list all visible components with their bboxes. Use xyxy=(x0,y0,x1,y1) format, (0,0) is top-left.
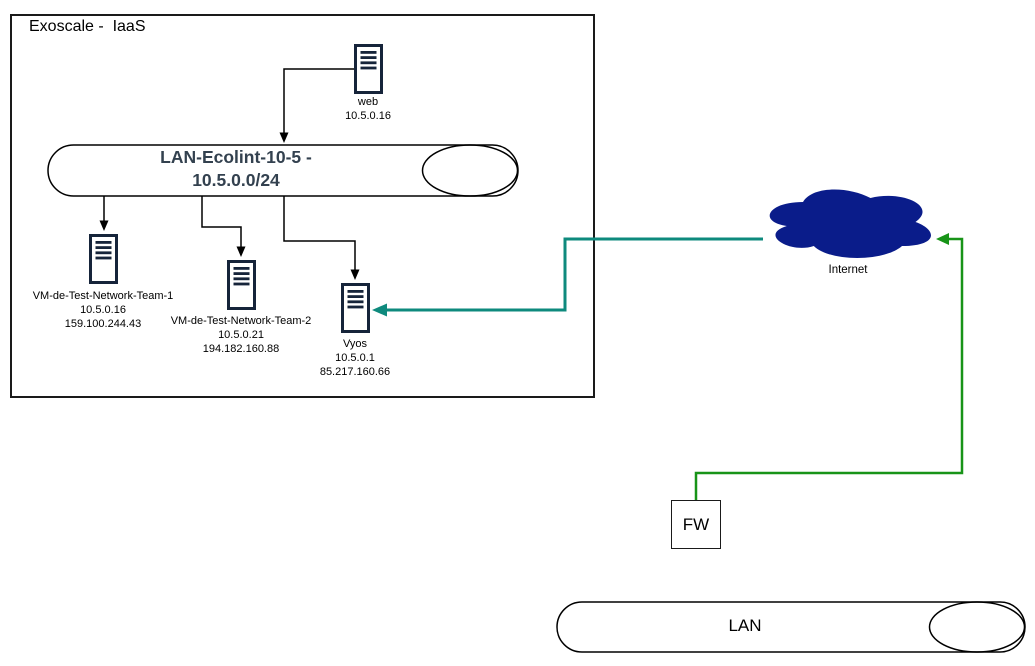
arrowhead-left xyxy=(372,303,387,317)
web-ip: 10.5.0.16 xyxy=(345,110,391,122)
web-label: web 10.5.0.16 xyxy=(345,95,391,123)
lan-bottom-label: LAN xyxy=(728,616,762,635)
vm1-label: VM-de-Test-Network-Team-1 10.5.0.16 159.… xyxy=(33,289,174,331)
web-name: web xyxy=(357,96,379,108)
internet-to-vyos-connector xyxy=(372,237,763,317)
web-to-lan-connector xyxy=(279,68,354,143)
arrowhead-down xyxy=(99,220,109,231)
lan-segment-name: LAN-Ecolint-10-5 - xyxy=(160,147,312,167)
vm2-server-icon xyxy=(227,260,256,310)
internet-label: Internet xyxy=(828,264,868,276)
web-server-icon xyxy=(354,44,383,94)
lan-segment-end-ellipse xyxy=(421,144,519,197)
vm1-ip: 10.5.0.16 xyxy=(80,304,126,316)
vm2-public-ip: 194.182.160.88 xyxy=(202,343,280,355)
vm1-name: VM-de-Test-Network-Team-1 xyxy=(32,290,174,302)
fw-to-internet-connector xyxy=(694,233,964,500)
vyos-name: Vyos xyxy=(342,338,368,350)
vm1-public-ip: 159.100.244.43 xyxy=(64,318,142,330)
lan-segment-label: LAN-Ecolint-10-5 - 10.5.0.0/24 xyxy=(160,146,312,192)
lan-segment-cidr: 10.5.0.0/24 xyxy=(192,170,280,190)
vyos-ip: 10.5.0.1 xyxy=(335,352,375,364)
arrowhead-down xyxy=(350,269,360,280)
internet-cloud-icon xyxy=(769,189,931,258)
exoscale-iaas-box xyxy=(10,14,595,398)
vm1-server-icon xyxy=(89,234,118,284)
lan-bottom-end-ellipse xyxy=(928,601,1026,653)
lan-bottom-shape xyxy=(556,601,1026,653)
arrowhead-left xyxy=(936,233,949,245)
exoscale-box-title: Exoscale - IaaS xyxy=(29,18,146,35)
vm2-ip: 10.5.0.21 xyxy=(218,329,264,341)
vyos-server-icon xyxy=(341,283,370,333)
firewall-box: FW xyxy=(671,500,721,549)
arrowhead-down xyxy=(279,132,289,143)
lan-segment-shape xyxy=(47,144,519,197)
firewall-label: FW xyxy=(682,514,710,534)
vm2-label: VM-de-Test-Network-Team-2 10.5.0.21 194.… xyxy=(171,314,312,356)
arrowhead-down xyxy=(236,246,246,257)
vyos-label: Vyos 10.5.0.1 85.217.160.66 xyxy=(320,337,390,379)
vm2-name: VM-de-Test-Network-Team-2 xyxy=(170,315,312,327)
vyos-public-ip: 85.217.160.66 xyxy=(319,366,391,378)
lan-to-vyos-connector xyxy=(283,196,360,280)
lan-bottom-pill xyxy=(556,601,1026,653)
lan-to-vm2-connector xyxy=(201,196,246,257)
lan-to-vm1-connector xyxy=(99,196,109,231)
